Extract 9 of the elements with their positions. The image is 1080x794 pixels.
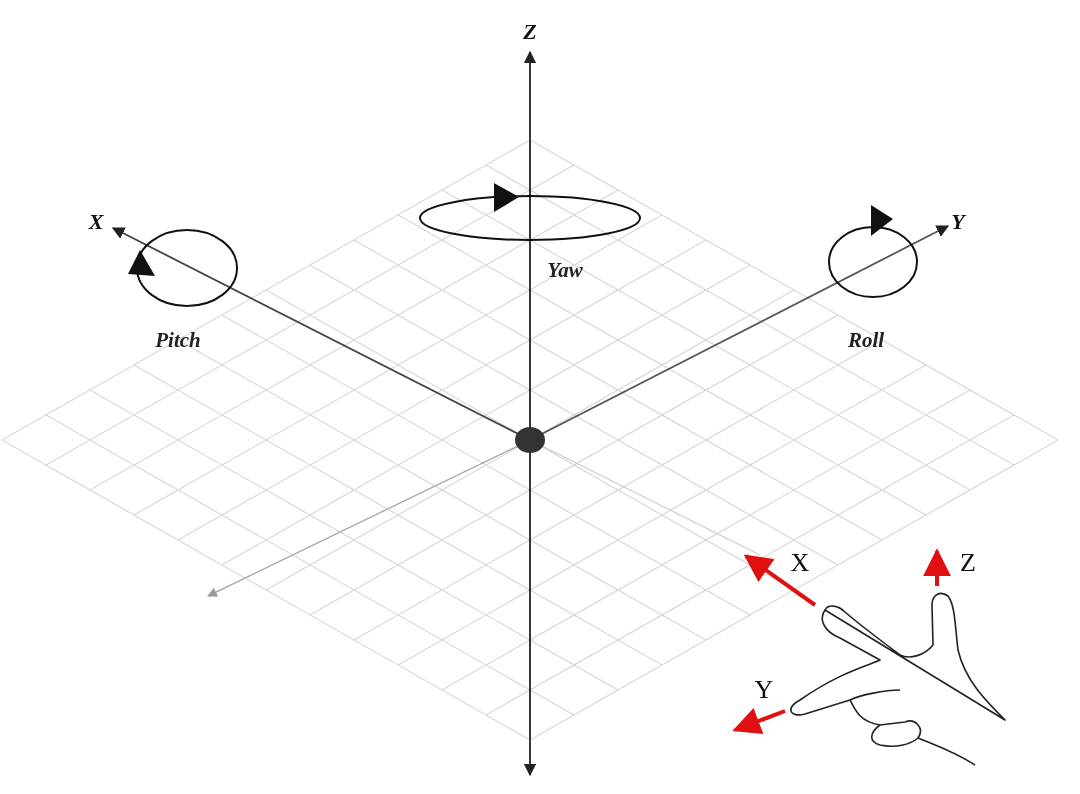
rotation-label: Yaw xyxy=(547,259,583,281)
axis-label: Y xyxy=(951,211,965,233)
axis-label: Z xyxy=(523,21,537,43)
rotation-label: Pitch xyxy=(155,329,201,351)
axis-label: X xyxy=(88,211,104,233)
axis-label: X xyxy=(790,550,810,576)
axis-label: Z xyxy=(960,550,976,576)
axis-label: Y xyxy=(754,677,774,703)
rotation-label: Roll xyxy=(847,329,885,351)
